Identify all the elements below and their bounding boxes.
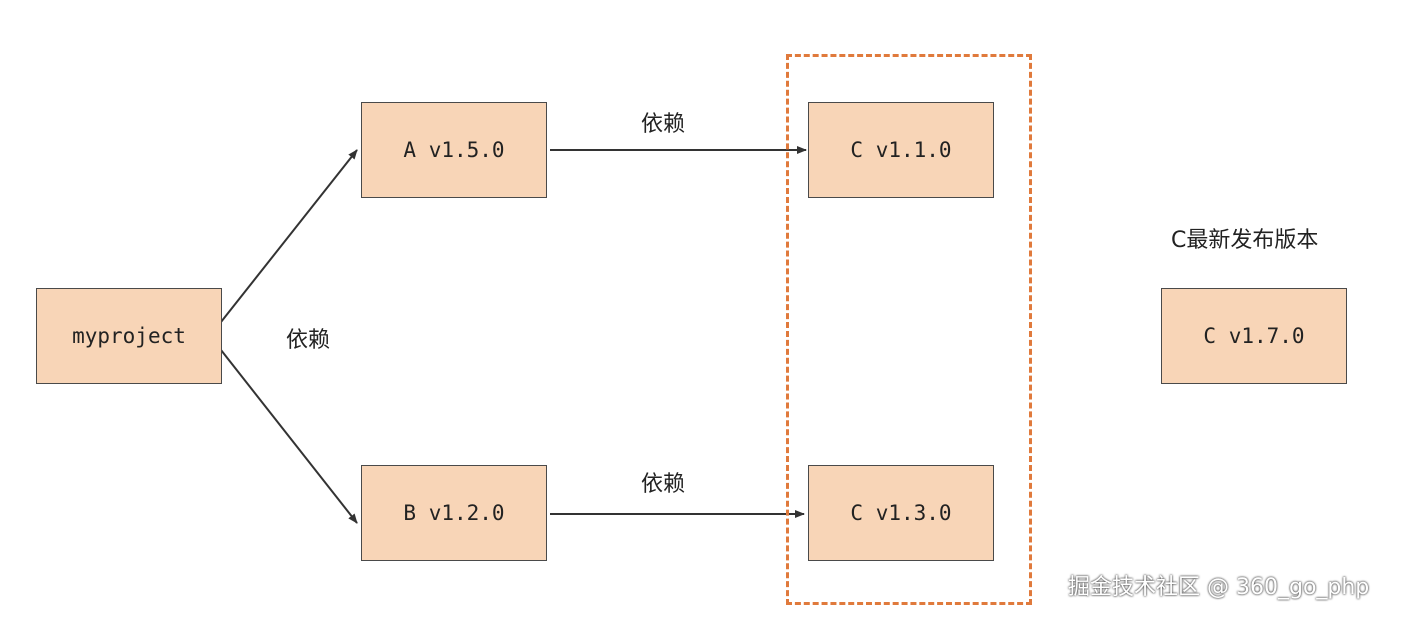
latest-version-caption: C最新发布版本 xyxy=(1171,228,1319,253)
edge-root-to-b xyxy=(220,349,358,524)
edge-label-b-to-c: 依赖 xyxy=(641,472,686,497)
node-c-v130: C v1.3.0 xyxy=(808,465,994,561)
c-version-conflict-group xyxy=(786,54,1032,605)
node-c-v110: C v1.1.0 xyxy=(808,102,994,198)
edge-label-root-deps: 依赖 xyxy=(286,328,331,353)
edge-root-to-a xyxy=(220,149,358,323)
watermark: 掘金技术社区 @ 360_go_php xyxy=(1068,575,1370,600)
edge-label-a-to-c: 依赖 xyxy=(641,112,686,137)
node-myproject: myproject xyxy=(36,288,222,384)
node-c-latest: C v1.7.0 xyxy=(1161,288,1347,384)
node-a: A v1.5.0 xyxy=(361,102,547,198)
node-b: B v1.2.0 xyxy=(361,465,547,561)
